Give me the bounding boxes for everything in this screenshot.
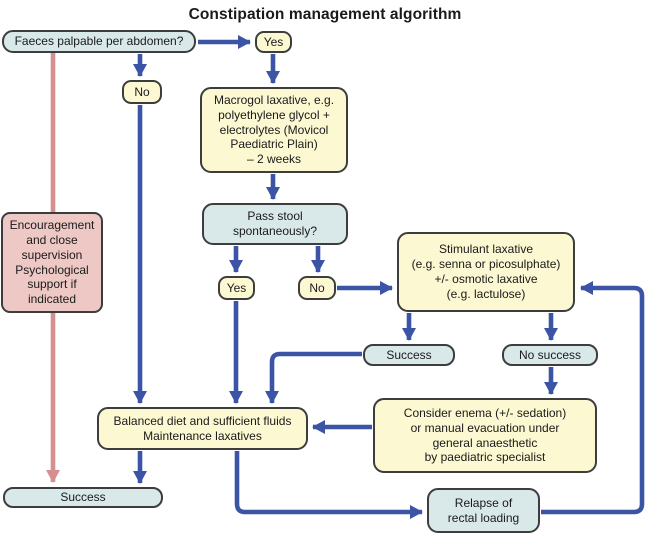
node-relapse-rectal-loading-label: Relapse of rectal loading bbox=[447, 495, 520, 525]
edge-success-to-balanced bbox=[265, 351, 362, 404]
node-success-bottom: Success bbox=[3, 487, 163, 508]
node-consider-enema: Consider enema (+/- sedation) or manual … bbox=[373, 398, 597, 473]
node-faeces-question-label: Faeces palpable per abdomen? bbox=[14, 34, 184, 49]
node-balanced-diet-label: Balanced diet and sufficient fluids Main… bbox=[113, 413, 292, 443]
node-yes-pass-label: Yes bbox=[226, 280, 247, 295]
node-no-success-label: No success bbox=[518, 347, 582, 362]
node-no-top: No bbox=[122, 80, 162, 104]
node-success-bottom-label: Success bbox=[60, 490, 106, 505]
diagram-title: Constipation management algorithm bbox=[188, 6, 462, 23]
node-pass-stool-question: Pass stool spontaneously? bbox=[202, 203, 348, 245]
node-pass-stool-question-label: Pass stool spontaneously? bbox=[232, 209, 318, 238]
node-encouragement-support-label: Encouragement and close supervision Psyc… bbox=[9, 217, 95, 307]
node-no-pass-label: No bbox=[309, 280, 325, 295]
node-consider-enema-label: Consider enema (+/- sedation) or manual … bbox=[403, 405, 567, 465]
node-balanced-diet: Balanced diet and sufficient fluids Main… bbox=[97, 407, 308, 450]
node-macrogol-laxative-label: Macrogol laxative, e.g. polyethylene gly… bbox=[213, 92, 335, 167]
node-success-right: Success bbox=[363, 344, 455, 366]
node-yes-top-label: Yes bbox=[263, 34, 284, 49]
node-no-success: No success bbox=[502, 344, 598, 366]
node-no-top-label: No bbox=[134, 84, 150, 99]
node-faeces-question: Faeces palpable per abdomen? bbox=[2, 30, 196, 53]
node-yes-top: Yes bbox=[255, 31, 292, 53]
edge-balanced-to-relapse bbox=[234, 451, 423, 519]
edge-relapse-to-stimulant bbox=[541, 281, 645, 515]
node-success-right-label: Success bbox=[386, 347, 432, 362]
node-encouragement-support: Encouragement and close supervision Psyc… bbox=[1, 212, 103, 313]
node-no-pass: No bbox=[298, 276, 336, 300]
node-stimulant-laxative: Stimulant laxative (e.g. senna or picosu… bbox=[397, 232, 575, 312]
node-relapse-rectal-loading: Relapse of rectal loading bbox=[427, 488, 540, 533]
node-stimulant-laxative-label: Stimulant laxative (e.g. senna or picosu… bbox=[411, 242, 561, 301]
node-macrogol-laxative: Macrogol laxative, e.g. polyethylene gly… bbox=[200, 87, 348, 173]
node-yes-pass: Yes bbox=[218, 276, 255, 300]
